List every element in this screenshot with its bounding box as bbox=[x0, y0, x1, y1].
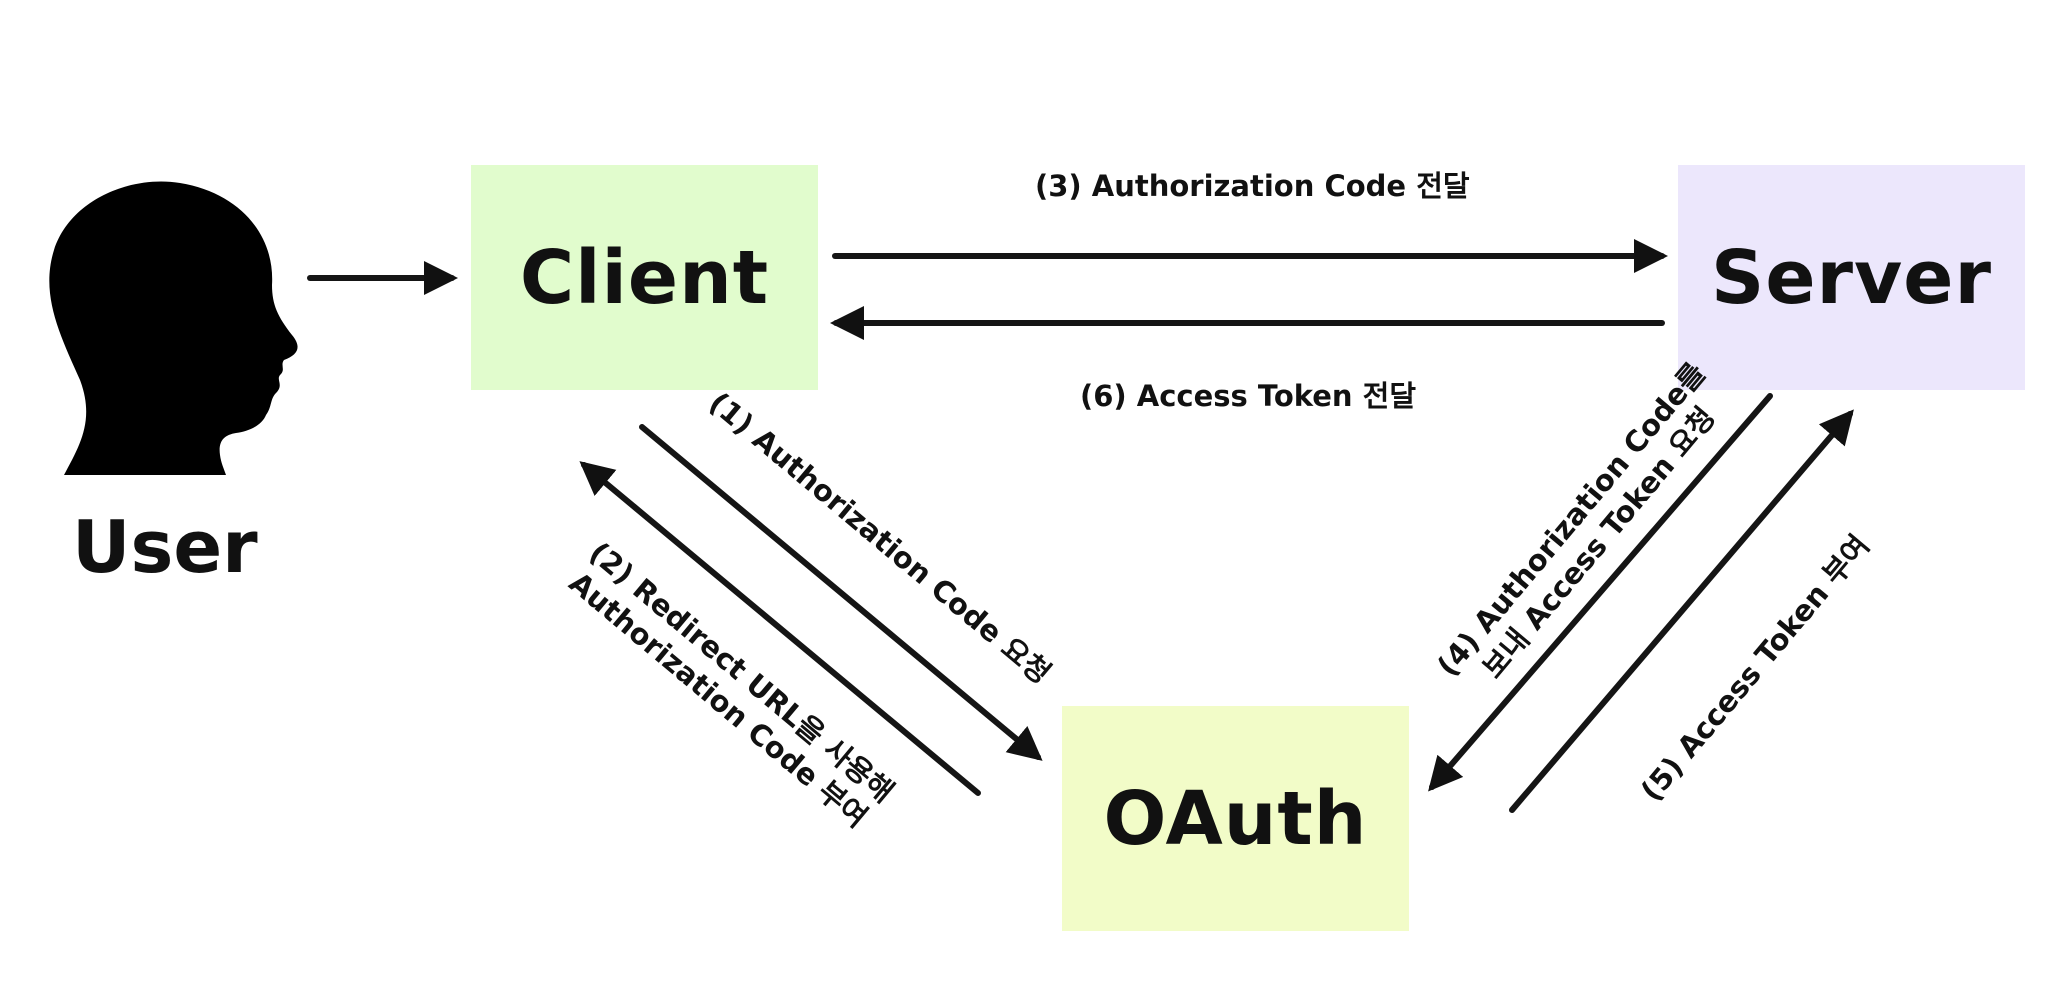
arrow-step2 bbox=[579, 461, 981, 796]
oauth-box: OAuth bbox=[1062, 706, 1409, 931]
arrow-step5 bbox=[1509, 409, 1854, 813]
user-label: User bbox=[72, 505, 258, 589]
client-label: Client bbox=[519, 234, 770, 321]
step6-label: (6) Access Token 전달 bbox=[1080, 379, 1417, 413]
server-label: Server bbox=[1711, 234, 1992, 321]
arrow-step1 bbox=[639, 424, 1043, 761]
server-box: Server bbox=[1678, 165, 2025, 390]
user-head-icon bbox=[49, 181, 298, 475]
step3-label: (3) Authorization Code 전달 bbox=[1035, 169, 1470, 203]
arrow-step4 bbox=[1428, 393, 1773, 792]
oauth-label: OAuth bbox=[1103, 775, 1368, 862]
client-box: Client bbox=[471, 165, 818, 390]
